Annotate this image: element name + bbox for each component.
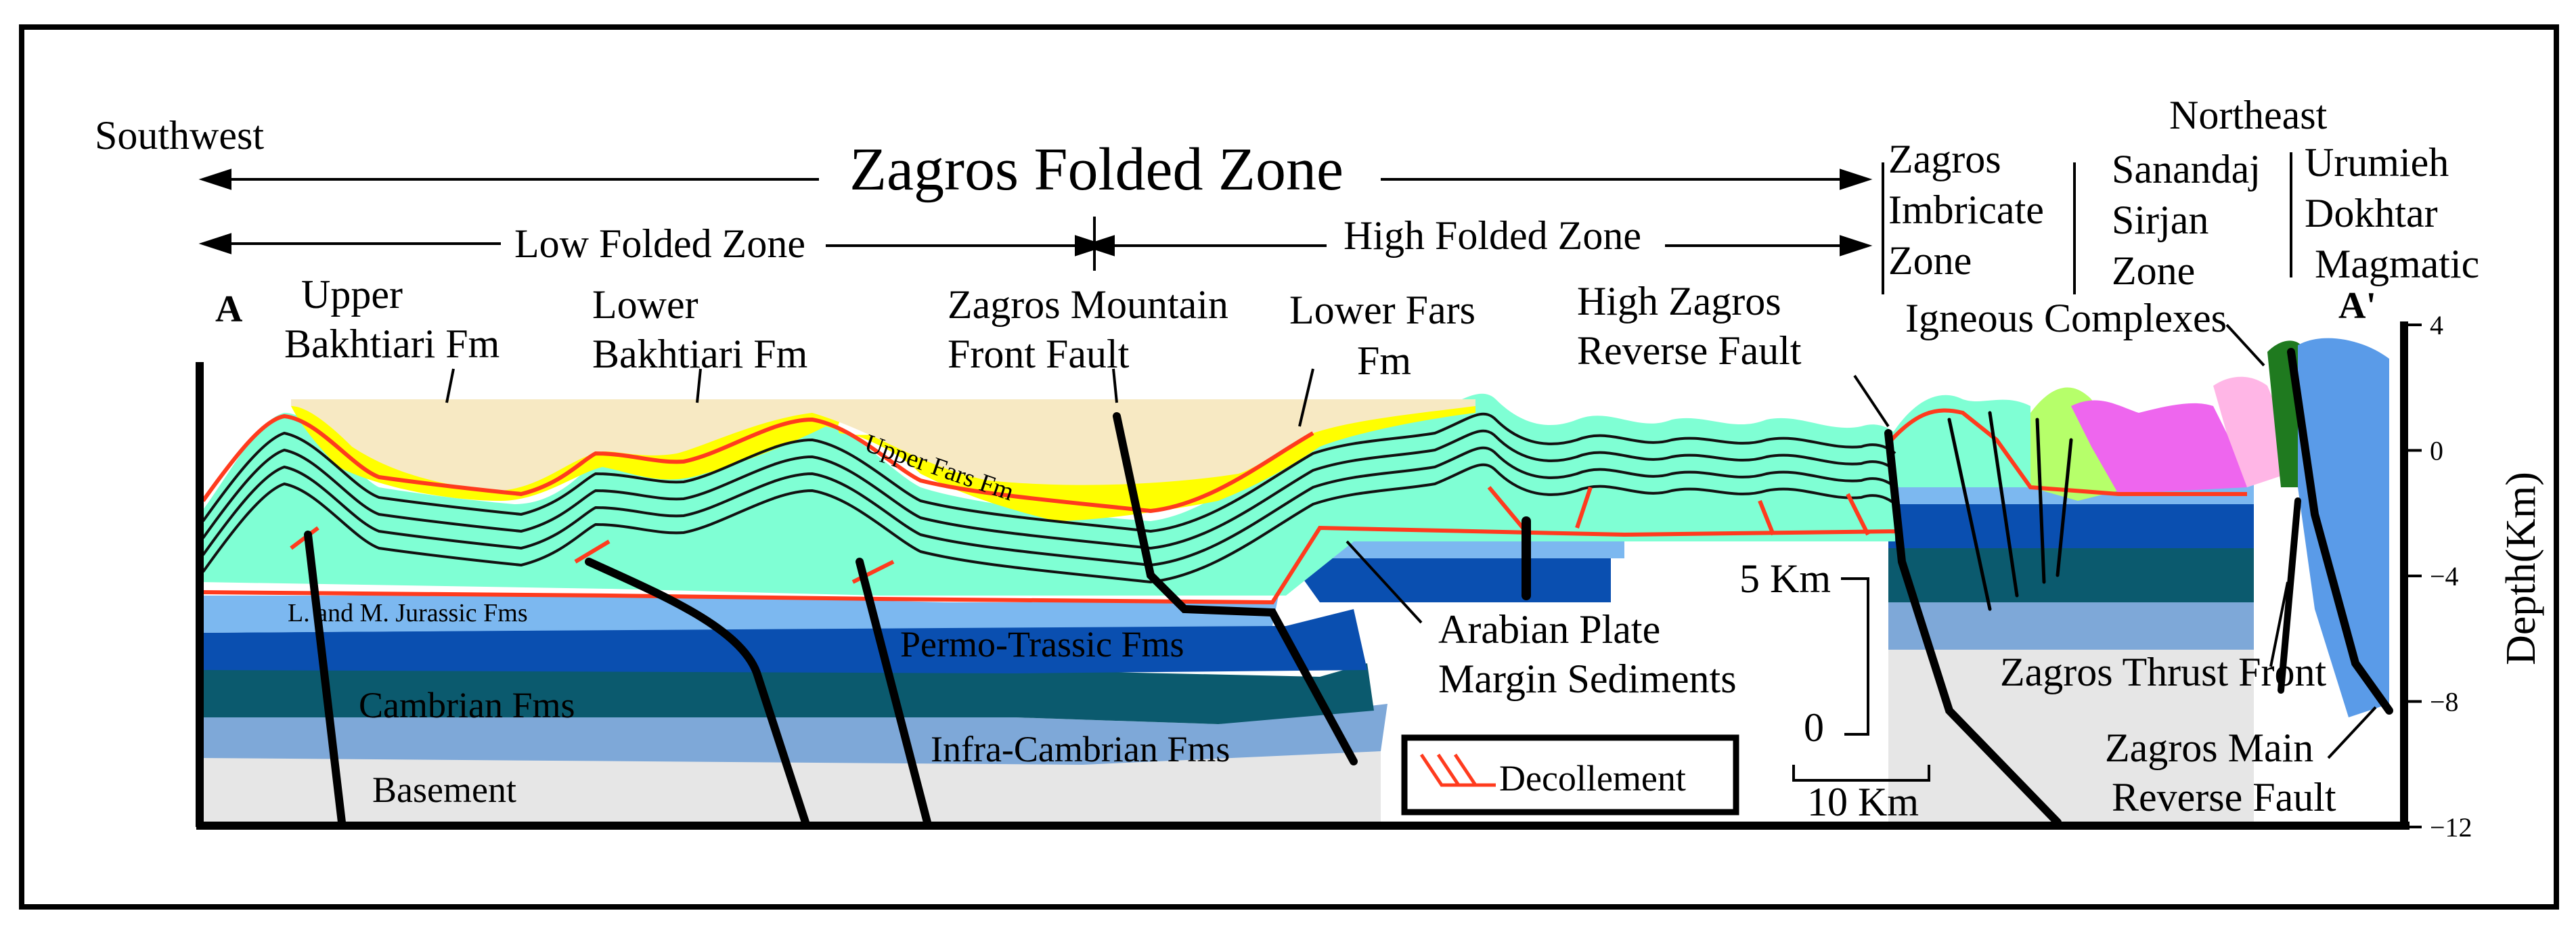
low-folded-zone-label: Low Folded Zone — [514, 221, 805, 266]
jurassic-label: L. and M. Jurassic Fms — [288, 599, 528, 627]
infra-cambrian-label: Infra-Cambrian Fms — [931, 729, 1230, 769]
layer-upper-bakhtiari — [291, 399, 1475, 491]
lower-bakhtiari-label-1: Lower — [592, 282, 698, 327]
layer-urumieh — [2298, 338, 2389, 717]
basement-label: Basement — [372, 769, 516, 810]
folded-zone-title: Zagros Folded Zone — [849, 136, 1343, 203]
high-zagros-label-2: Reverse Fault — [1577, 328, 1802, 373]
depth-tick-label: −4 — [2430, 561, 2459, 591]
mountain-front-fault — [1113, 412, 1358, 765]
fault-lines — [304, 348, 2393, 826]
layer-permo-triassic — [200, 501, 2254, 673]
sanandaj-zone-label-2: Sirjan — [2112, 198, 2208, 242]
horizontal-scale — [1792, 765, 1930, 782]
layer-basement — [200, 636, 2254, 826]
layer-infra-cambrian — [200, 596, 2254, 765]
igneous-complexes-label: Igneous Complexes — [1905, 296, 2227, 340]
main-reverse-label-1: Zagros Main — [2105, 725, 2313, 770]
imbricate-zone-label-3: Zone — [1888, 238, 1972, 283]
arabian-plate-label-1: Arabian Plate — [1438, 607, 1660, 652]
lower-fars-label-2: Fm — [1357, 338, 1411, 383]
northeast-label: Northeast — [2169, 93, 2328, 137]
upper-bakhtiari-label-2: Bakhtiari Fm — [284, 321, 499, 366]
high-folded-arrowhead-left — [1082, 235, 1115, 256]
cross-section-body — [200, 338, 2389, 826]
horizontal-scale-label: 10 Km — [1807, 780, 1919, 824]
vertical-scale-bottom: 0 — [1804, 705, 1824, 750]
depth-tick-label: −8 — [2430, 687, 2459, 717]
folded-zone-arrowhead-right — [1840, 169, 1873, 190]
high-folded-arrowhead-right — [1840, 235, 1873, 256]
legend-decollement-label: Decollement — [1499, 758, 1686, 799]
legend-box — [1401, 734, 1739, 816]
fault-3 — [856, 558, 931, 826]
high-folded-zone-label: High Folded Zone — [1343, 213, 1641, 258]
endpoint-a: A — [215, 288, 243, 330]
layer-sanandaj-magenta — [2071, 400, 2247, 494]
imbricate-faults — [1947, 411, 2073, 611]
layer-cambrian — [200, 541, 2254, 724]
mountain-front-label-1: Zagros Mountain — [948, 282, 1228, 327]
thrust-front-label: Zagros Thrust Front — [2000, 650, 2327, 694]
zone-arrows — [198, 152, 2292, 294]
depth-tick-label: 4 — [2430, 310, 2443, 340]
thrust-front-fault — [2278, 497, 2301, 694]
outer-frame — [19, 24, 2559, 910]
lower-bakhtiari-label-2: Bakhtiari Fm — [592, 332, 807, 376]
leader-lines — [445, 323, 2377, 759]
vertical-scale-top: 5 Km — [1739, 556, 1831, 601]
endpoint-a-prime: A' — [2338, 285, 2376, 327]
depth-axis-title: Depth(Km) — [2498, 472, 2544, 665]
legend-decollement-symbol — [1419, 753, 1496, 787]
imbricate-zone-label-2: Imbricate — [1888, 187, 2044, 232]
fault-2 — [585, 558, 809, 826]
upper-bakhtiari-label-1: Upper — [301, 272, 403, 317]
urumieh-zone-label-1: Urumieh — [2305, 140, 2449, 185]
main-reverse-fault — [2287, 348, 2393, 715]
urumieh-zone-label-2: Dokhtar — [2305, 191, 2438, 236]
mountain-front-label-2: Front Fault — [948, 332, 1130, 376]
main-reverse-label-2: Reverse Fault — [2112, 775, 2336, 820]
southwest-label: Southwest — [95, 113, 264, 158]
fault-1 — [304, 531, 346, 826]
fold-lines — [202, 412, 1896, 584]
urumieh-zone-label-3: Magmatic — [2315, 242, 2479, 286]
sanandaj-zone-label-3: Zone — [2112, 248, 2195, 293]
layer-fars — [200, 393, 2030, 596]
depth-axis: 4 0 −4 −8 −12 — [2401, 310, 2472, 843]
depth-tick-label: −12 — [2430, 812, 2472, 843]
cambrian-label: Cambrian Fms — [359, 685, 575, 725]
folded-zone-arrowhead-left — [198, 169, 231, 190]
high-zagros-label-1: High Zagros — [1577, 279, 1781, 323]
arabian-plate-label-2: Margin Sediments — [1438, 656, 1737, 701]
vertical-scale — [1841, 577, 1869, 736]
layer-igneous-pink — [2213, 376, 2288, 487]
depth-tick-label: 0 — [2430, 436, 2443, 466]
lower-fars-label-1: Lower Fars — [1289, 288, 1475, 332]
sanandaj-zone-label-1: Sanandaj — [2112, 147, 2261, 192]
low-folded-arrowhead-left — [198, 233, 231, 254]
imbricate-zone-label-1: Zagros — [1888, 137, 2001, 181]
high-zagros-reverse-fault — [1884, 429, 2062, 826]
permo-triassic-label: Permo-Trassic Fms — [900, 624, 1184, 665]
legend-decollement: Decollement — [1401, 734, 1739, 816]
